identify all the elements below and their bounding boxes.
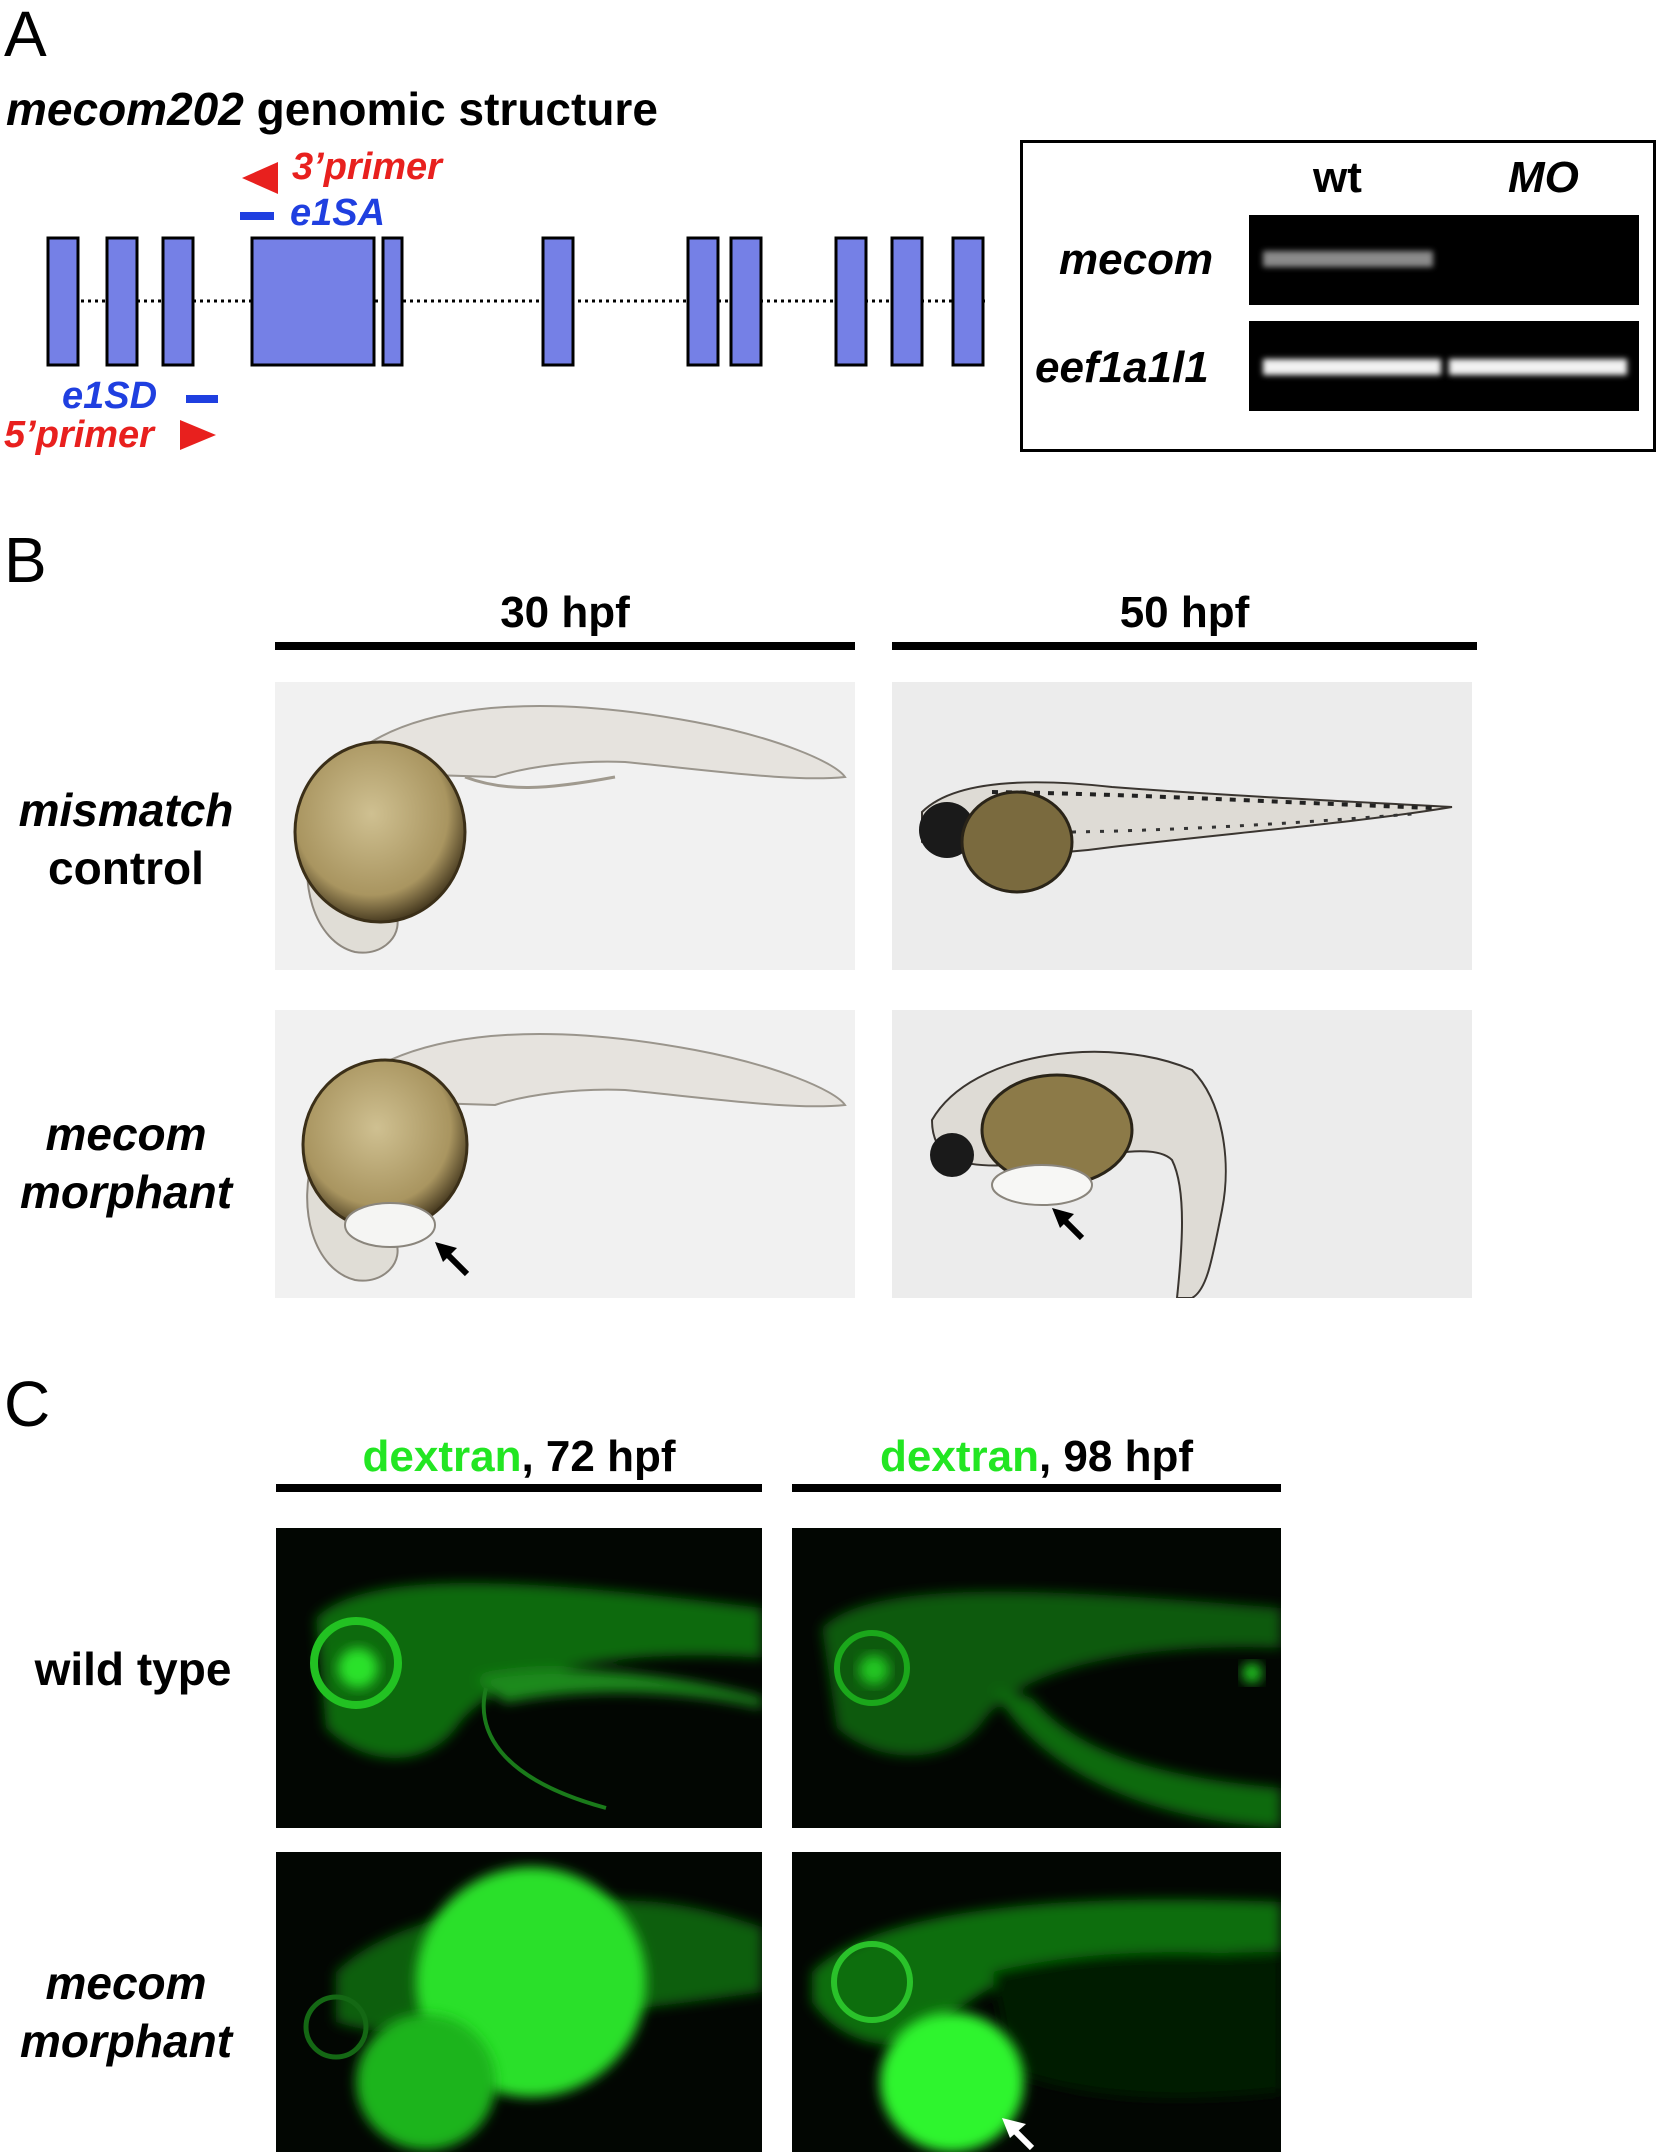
b-row2-line2: morphant [19, 1166, 233, 1218]
primer5-label: 5’primer [4, 414, 154, 456]
c-row1-label: wild type [34, 1643, 232, 1695]
mecom-band-wt [1263, 251, 1433, 267]
image-morphant-98hpf [792, 1852, 1281, 2152]
gel-col-wt: wt [1313, 153, 1362, 202]
b-row1-label: mismatch control [0, 781, 252, 897]
panel-c-letter: C [4, 1368, 51, 1440]
c-col2-time: , 98 hpf [1038, 1432, 1193, 1481]
c-col2-rule [792, 1484, 1281, 1492]
primer5-arrow [180, 420, 216, 450]
exon-8 [729, 236, 763, 367]
eye-lens [338, 1648, 378, 1688]
c-col1-rule [276, 1484, 762, 1492]
arrow-head [1002, 2118, 1026, 2138]
eye [930, 1133, 974, 1177]
exon-3 [161, 236, 195, 367]
image-control-50hpf [892, 682, 1472, 970]
panel-b-letter: B [4, 524, 47, 596]
gel-lane-eef1a1l1 [1249, 321, 1639, 411]
exon-11 [951, 236, 985, 367]
panel-a-title: mecom202 genomic structure [6, 82, 658, 136]
e1sd-bar [186, 395, 218, 403]
b-col1-rule [275, 642, 855, 650]
image-morphant-30hpf [275, 1010, 855, 1298]
yolk [293, 740, 467, 924]
eef-band-mo [1449, 359, 1627, 375]
image-control-30hpf [275, 682, 855, 970]
exon-6 [541, 236, 575, 367]
image-morphant-50hpf [892, 1010, 1472, 1298]
exon-1 [46, 236, 80, 367]
eye-ring [831, 1941, 913, 2023]
c-row2-line2: morphant [19, 2015, 233, 2067]
b-row2-label: mecom morphant [0, 1105, 252, 1221]
panel-a-letter: A [4, 0, 47, 70]
b-row2-line1: mecom [45, 1108, 207, 1160]
c-col1-time: , 72 hpf [521, 1432, 676, 1481]
arrow-shaft [1011, 2127, 1035, 2151]
arrow-head [1052, 1208, 1074, 1228]
c-col2-dextran: dextran [880, 1432, 1039, 1481]
b-col2-header: 50 hpf [1119, 588, 1250, 637]
b-col1-header: 30 hpf [500, 588, 630, 637]
c-col1-header: dextran, 72 hpf [276, 1432, 762, 1482]
edema [344, 1202, 436, 1248]
eef-band-wt [1263, 359, 1441, 375]
yolk-fluorescence [356, 2014, 496, 2150]
exon-7 [686, 236, 720, 367]
gel-row-eef1a1l1: eef1a1l1 [1035, 343, 1209, 392]
e1sa-bar [240, 212, 274, 220]
primer3-label: 3’primer [292, 146, 442, 188]
rtpcr-gel-box: wt MO mecom eef1a1l1 [1020, 140, 1656, 452]
image-wildtype-72hpf [276, 1528, 762, 1828]
exon-5 [381, 236, 404, 367]
e1sd-label: e1SD [62, 375, 158, 417]
gel-col-mo: MO [1508, 153, 1579, 202]
exon-2 [105, 236, 139, 367]
primer3-arrow [242, 162, 278, 194]
exon-4 [250, 236, 376, 367]
eye-ring [834, 1630, 910, 1706]
e1sa-label: e1SA [290, 192, 386, 234]
b-row1-line2: control [48, 842, 204, 894]
gene-name: mecom202 [6, 83, 244, 135]
gel-lane-mecom [1249, 215, 1639, 305]
exon-10 [890, 236, 924, 367]
fin-spot [1242, 1663, 1262, 1683]
gel-row-mecom: mecom [1059, 235, 1214, 284]
c-row2-line1: mecom [45, 1957, 207, 2009]
gene-structure-diagram [46, 162, 985, 450]
eye-lens [859, 1655, 889, 1685]
image-wildtype-98hpf [792, 1528, 1281, 1828]
c-col1-dextran: dextran [362, 1432, 522, 1481]
b-col2-rule [892, 642, 1477, 650]
yolk [960, 790, 1074, 894]
exon-9 [834, 236, 868, 367]
arrow-head [435, 1242, 457, 1262]
c-col2-header: dextran, 98 hpf [792, 1432, 1281, 1482]
title-rest: genomic structure [243, 83, 658, 135]
edema-fluorescence [880, 2012, 1024, 2152]
eye-ring [310, 1617, 402, 1709]
edema [991, 1164, 1093, 1206]
eye [303, 1994, 369, 2060]
b-row1-line1: mismatch [18, 784, 234, 836]
image-morphant-72hpf [276, 1852, 762, 2152]
c-row2-label: mecom morphant [0, 1954, 252, 2070]
